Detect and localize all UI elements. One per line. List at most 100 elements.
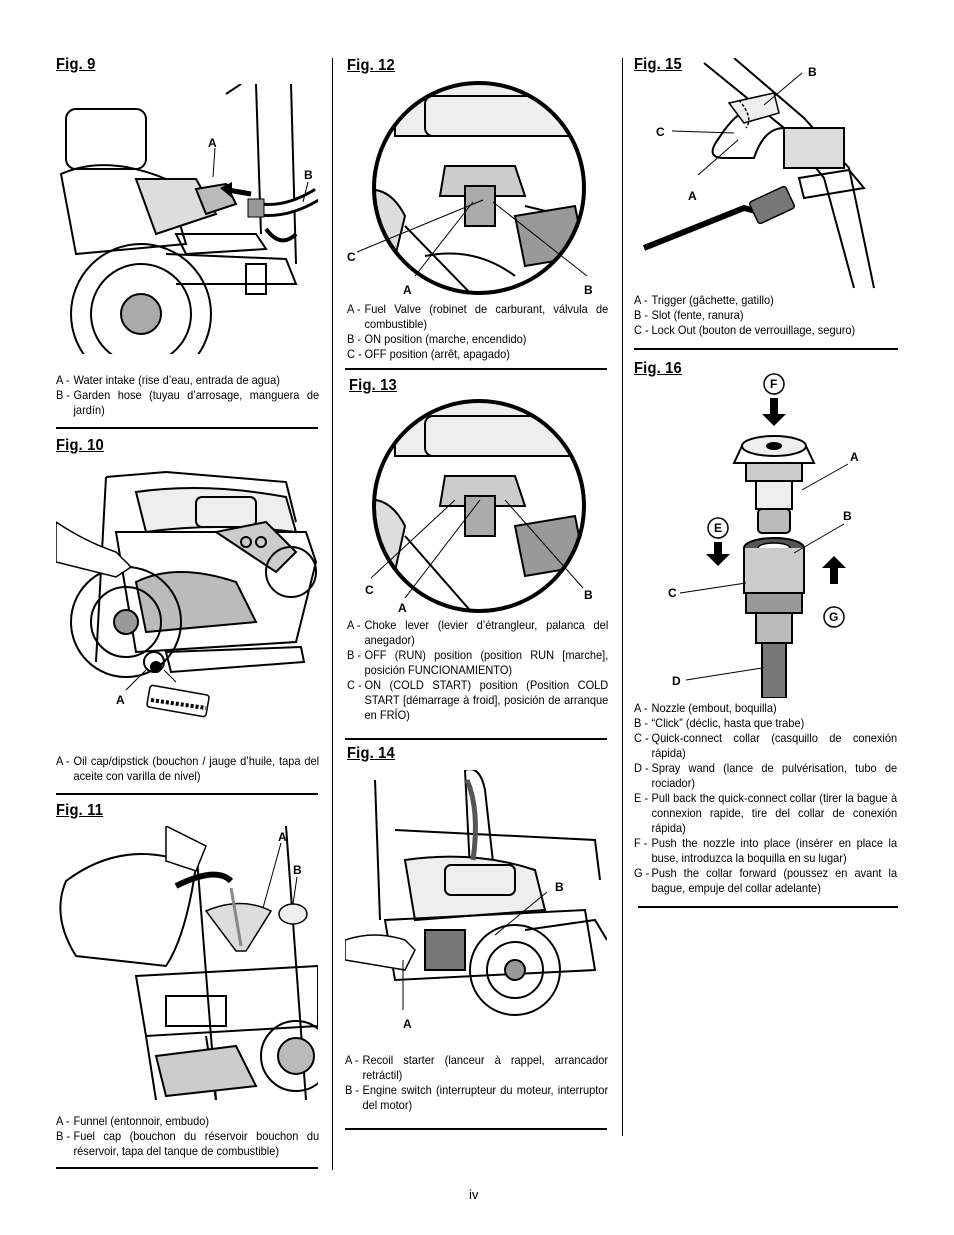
arrowhead-icon (220, 182, 232, 198)
fig9-illustration: A B (56, 84, 318, 354)
fig13-captions: A -Choke lever (levier d’étrangleur, pal… (347, 618, 608, 723)
fig12-label-b: B (584, 283, 593, 297)
caption-item: A -Oil cap/dipstick (bouchon / jauge d’h… (56, 754, 319, 784)
fig16-label-e: E (714, 521, 722, 535)
f-arrow-icon (762, 373, 786, 426)
fig16-label-c: C (668, 586, 677, 600)
fig12-label-a: A (403, 283, 412, 297)
fig16-label-b: B (843, 509, 852, 523)
fig13-label-a: A (398, 601, 407, 615)
fig16-label-g: G (829, 610, 838, 624)
fig14-title: Fig. 14 (347, 745, 395, 762)
caption-key: B - (56, 1129, 71, 1143)
caption-text: Lock Out (bouton de verrouillage, seguro… (651, 323, 856, 337)
dipstick-inset (143, 651, 210, 718)
caption-text: Water intake (rise d’eau, entrada de agu… (73, 373, 280, 387)
caption-item: B -Engine switch (interrupteur du moteur… (345, 1083, 608, 1113)
caption-item: A -Water intake (rise d’eau, entrada de … (56, 373, 319, 388)
g-arrow-icon (822, 556, 846, 628)
caption-item: A -Fuel Valve (robinet de carburant, vál… (347, 302, 608, 332)
caption-text: Nozzle (embout, boquilla) (651, 701, 777, 715)
hand-illustration (345, 934, 416, 971)
fig10-title: Fig. 10 (56, 437, 104, 454)
caption-item: E -Pull back the quick-connect collar (t… (634, 791, 897, 836)
page-number: iv (469, 1187, 479, 1202)
fig9-label-a: A (208, 136, 217, 150)
fig11-rule (56, 1167, 318, 1169)
caption-item: C -ON (COLD START) position (Position CO… (347, 678, 608, 723)
column-divider-right (622, 58, 623, 1136)
caption-item: B -OFF (RUN) position (position RUN [mar… (347, 648, 608, 678)
caption-text: Fuel cap (bouchon du réservoir bouchon d… (73, 1129, 320, 1158)
fig10-rule (56, 793, 318, 795)
fig14-label-b: B (555, 880, 564, 894)
caption-key: A - (634, 701, 648, 715)
nozzle (732, 435, 816, 534)
caption-item: A -Nozzle (embout, boquilla) (634, 701, 897, 716)
fig15-captions: A -Trigger (gâchette, gatillo)B -Slot (f… (634, 293, 897, 338)
fig16-label-d: D (672, 674, 681, 688)
caption-key: B - (347, 648, 362, 662)
quick-connect-collar (743, 537, 805, 644)
caption-item: F -Push the nozzle into place (insérer e… (634, 836, 897, 866)
fig11-label-a: A (278, 830, 287, 844)
fig11-captions: A -Funnel (entonnoir, embudo)B -Fuel cap… (56, 1114, 319, 1159)
caption-key: B - (634, 308, 649, 322)
caption-text: Funnel (entonnoir, embudo) (73, 1114, 210, 1128)
caption-key: C - (634, 731, 649, 745)
caption-key: C - (634, 323, 649, 337)
spray-wand (761, 642, 787, 698)
hand-illustration (56, 521, 133, 578)
caption-item: G -Push the collar forward (poussez en a… (634, 866, 897, 896)
caption-item: C -Quick-connect collar (casquillo de co… (634, 731, 897, 761)
fig14-rule (345, 1128, 607, 1130)
fig15-label-b: B (808, 65, 817, 79)
caption-item: B -Slot (fente, ranura) (634, 308, 897, 323)
caption-text: ON (COLD START) position (Position COLD … (364, 678, 609, 722)
caption-item: B -“Click” (déclic, hasta que trabe) (634, 716, 897, 731)
fig16-rule (638, 906, 898, 908)
caption-text: Pull back the quick-connect collar (tire… (651, 791, 898, 835)
caption-item: A -Trigger (gâchette, gatillo) (634, 293, 897, 308)
rotate-arrow-icon (264, 227, 298, 243)
fig13-label-c: C (365, 583, 374, 597)
caption-key: A - (634, 293, 648, 307)
fig12-rule (345, 368, 607, 370)
caption-text: Garden hose (tuyau d’arrosage, manguera … (73, 388, 320, 417)
fig10-illustration: A (56, 470, 318, 718)
caption-text: Push the nozzle into place (insérer en p… (651, 836, 898, 865)
fig14-illustration: A B (345, 770, 607, 1031)
fig9-label-b: B (304, 168, 313, 182)
trigger (727, 92, 780, 124)
fuel-cap-illustration (278, 903, 308, 925)
caption-text: Engine switch (interrupteur du moteur, i… (362, 1083, 609, 1112)
caption-key: F - (634, 836, 648, 850)
caption-item: C -Lock Out (bouton de verrouillage, seg… (634, 323, 897, 338)
caption-text: OFF position (arrêt, apagado) (364, 347, 510, 361)
caption-item: B -Garden hose (tuyau d’arrosage, mangue… (56, 388, 319, 418)
fig13-rule (345, 738, 607, 740)
caption-item: B -Fuel cap (bouchon du réservoir boucho… (56, 1129, 319, 1159)
fig13-illustration: C A B (365, 399, 593, 615)
fig9-title: Fig. 9 (56, 56, 96, 73)
fig13-label-b: B (584, 588, 593, 602)
fig16-title: Fig. 16 (634, 360, 682, 377)
fig15-label-a: A (688, 189, 697, 203)
caption-text: Slot (fente, ranura) (651, 308, 744, 322)
fig14-label-a: A (403, 1017, 412, 1031)
caption-item: B -ON position (marche, encendido) (347, 332, 608, 347)
caption-text: Push the collar forward (poussez en avan… (651, 866, 898, 895)
hand-illustration (165, 826, 207, 872)
caption-key: A - (56, 373, 70, 387)
caption-key: B - (345, 1083, 360, 1097)
fig15-title: Fig. 15 (634, 56, 682, 73)
caption-text: Trigger (gâchette, gatillo) (651, 293, 774, 307)
caption-key: E - (634, 791, 649, 805)
fig11-label-b: B (293, 863, 302, 877)
column-divider-left (332, 58, 333, 1170)
caption-key: A - (56, 1114, 70, 1128)
caption-key: A - (56, 754, 70, 768)
caption-text: ON position (marche, encendido) (364, 332, 527, 346)
caption-item: A -Funnel (entonnoir, embudo) (56, 1114, 319, 1129)
caption-key: C - (347, 678, 362, 692)
